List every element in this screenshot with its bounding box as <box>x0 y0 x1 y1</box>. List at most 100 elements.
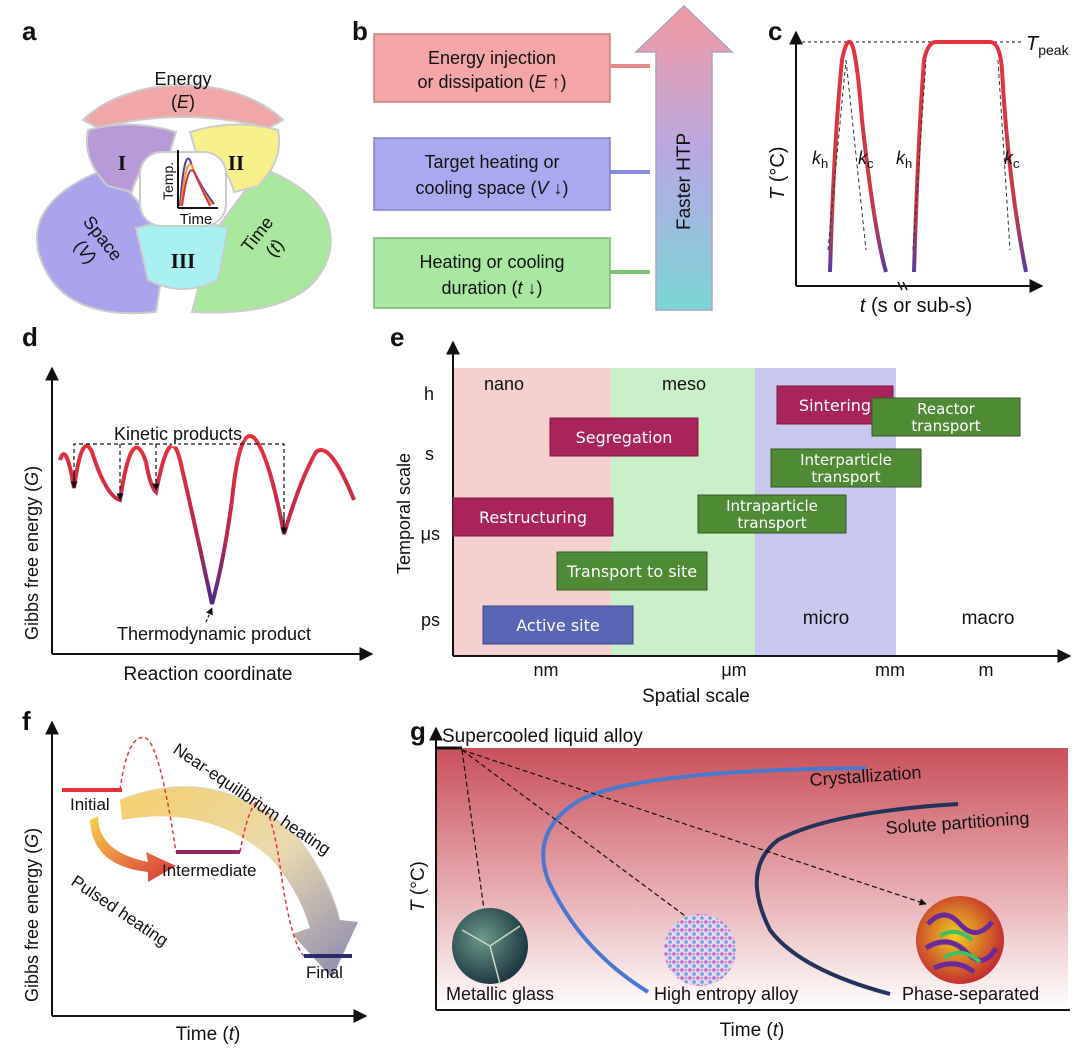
space-petal <box>35 166 170 315</box>
e-box-reactor-line1: Reactor <box>917 400 975 418</box>
g-hea-sphere <box>664 914 736 986</box>
e-box-restructuring-label: Restructuring <box>479 508 587 527</box>
c-x-label: t (s or sub-s) <box>860 295 972 317</box>
e-box-active-site <box>482 605 634 645</box>
c-kh-label-2: kh <box>896 148 912 171</box>
e-xtick-um: μm <box>721 660 746 680</box>
panel-f: f Initial Intermediate Final Near-equili… <box>22 706 368 1045</box>
e-xtick-m: m <box>979 660 994 680</box>
d-kinetic-bracket <box>73 443 285 534</box>
time-box <box>373 237 611 309</box>
c-pulse-curve-2 <box>912 40 1028 273</box>
panel-label-f: f <box>22 706 31 736</box>
f-band-edge <box>119 786 341 921</box>
e-box-transport-site <box>556 551 708 591</box>
c-kc-label-1: kc <box>858 148 874 171</box>
time-label-group: Time (t) <box>237 213 287 261</box>
space-box <box>373 137 611 211</box>
inset-y-label: Temp. <box>160 162 176 200</box>
e-box-intraparticle-line1: Intraparticle <box>726 497 818 515</box>
energy-box-line2: or dissipation (E ↑) <box>417 72 566 92</box>
c-axis-break-2 <box>902 281 908 291</box>
f-x-label: Time (t) <box>176 1024 241 1045</box>
e-region-macro: macro <box>962 608 1015 629</box>
e-xtick-mm: mm <box>875 660 905 680</box>
inset-x-label: Time <box>180 211 213 228</box>
g-crystallization-curve <box>541 766 867 994</box>
c-kh-tangent-2 <box>912 59 927 251</box>
e-box-transport-site-label: Transport to site <box>566 562 697 581</box>
panel-label-g: g <box>410 716 426 746</box>
faster-htp-arrow <box>634 4 734 311</box>
time-petal <box>190 166 332 314</box>
g-solute-curve <box>754 802 959 996</box>
panel-label-a: a <box>22 16 37 46</box>
panel-a: a Energy (E) I II III Space (V) Time (t)… <box>22 16 332 315</box>
f-y-label: Gibbs free energy (G) <box>22 828 42 1002</box>
e-box-interparticle-line2: transport <box>811 468 880 486</box>
e-region-micro: micro <box>803 608 849 629</box>
c-y-label: T (°C) <box>767 146 789 200</box>
c-kc-tangent-1 <box>845 59 867 251</box>
e-box-segregation-label: Segregation <box>576 428 673 447</box>
g-arrow-metallic-glass <box>461 749 489 925</box>
d-y-label: Gibbs free energy (G) <box>22 466 42 640</box>
f-pulsed-label: Pulsed heating <box>68 872 172 951</box>
e-ytick-h: h <box>424 384 434 404</box>
g-phase-sep-label: Phase-separated <box>902 984 1039 1004</box>
e-ytick-ps: ps <box>421 610 440 630</box>
inset-curve-1 <box>179 157 215 207</box>
d-thermo-label: Thermodynamic product <box>117 624 311 644</box>
e-box-intraparticle <box>697 494 847 534</box>
c-axis-break-1 <box>897 281 903 291</box>
region-iii-label: III <box>171 249 196 273</box>
g-metallic-glass-label: Metallic glass <box>446 984 554 1004</box>
c-kc-label-2: kc <box>1004 148 1020 171</box>
f-near-equilibrium-band <box>120 786 358 978</box>
energy-label: Energy <box>154 69 211 89</box>
f-pulsed-arrow <box>90 816 176 882</box>
region-ii-label: II <box>228 151 244 175</box>
g-hea-label: High entropy alloy <box>654 984 798 1004</box>
e-xtick-nm: nm <box>533 660 558 680</box>
c-tpeak-label: Tpeak <box>1026 33 1070 58</box>
e-box-interparticle <box>770 448 922 488</box>
panel-c: c kh kc kh kc Tpeak T (°C) t (s or sub-s… <box>767 16 1070 317</box>
g-arrow-hea <box>461 749 697 925</box>
energy-box-line1: Energy injection <box>428 48 556 68</box>
time-box-line2: duration (t ↓) <box>441 278 542 298</box>
e-ytick-us: μs <box>421 524 440 544</box>
e-box-active-site-label: Active site <box>516 616 599 635</box>
g-title: Supercooled liquid alloy <box>442 726 643 747</box>
g-arrow-phase-sep <box>461 749 927 906</box>
time-box-line1: Heating or cooling <box>419 252 564 272</box>
e-region-nano: nano <box>484 374 524 394</box>
f-dashed-path <box>119 736 305 957</box>
panel-d: d Kinetic products Thermodynamic product… <box>22 322 374 685</box>
region-i-label: I <box>118 151 126 175</box>
e-box-interparticle-line1: Interparticle <box>800 451 892 469</box>
panel-b: b Energy injection or dissipation (E ↑) … <box>352 4 734 311</box>
f-initial-label: Initial <box>70 795 110 814</box>
c-pulse-curve-1 <box>828 39 888 273</box>
f-intermediate-label: Intermediate <box>162 861 257 880</box>
f-final-label: Final <box>306 963 343 982</box>
d-energy-curve <box>58 434 356 605</box>
e-box-restructuring <box>452 497 614 537</box>
space-box-line1: Target heating or <box>424 152 559 172</box>
e-box-reactor-line2: transport <box>911 417 980 435</box>
panel-label-d: d <box>22 322 38 352</box>
d-thermo-arrow <box>205 607 213 623</box>
inset-curve-3 <box>181 169 211 207</box>
d-kinetic-label: Kinetic products <box>114 424 242 444</box>
panel-g: g Supercooled liquid alloy Crystallizati… <box>408 716 1070 1041</box>
e-region-meso: meso <box>662 374 706 394</box>
panel-e: e nano meso micro macro h s μs ps nm μm … <box>390 322 1072 707</box>
panel-label-c: c <box>768 16 782 46</box>
e-x-label: Spatial scale <box>642 686 750 707</box>
energy-petal <box>81 84 285 130</box>
energy-box <box>373 33 611 103</box>
faster-htp-label: Faster HTP <box>674 133 695 230</box>
g-phase-sep-sphere <box>916 896 1004 984</box>
